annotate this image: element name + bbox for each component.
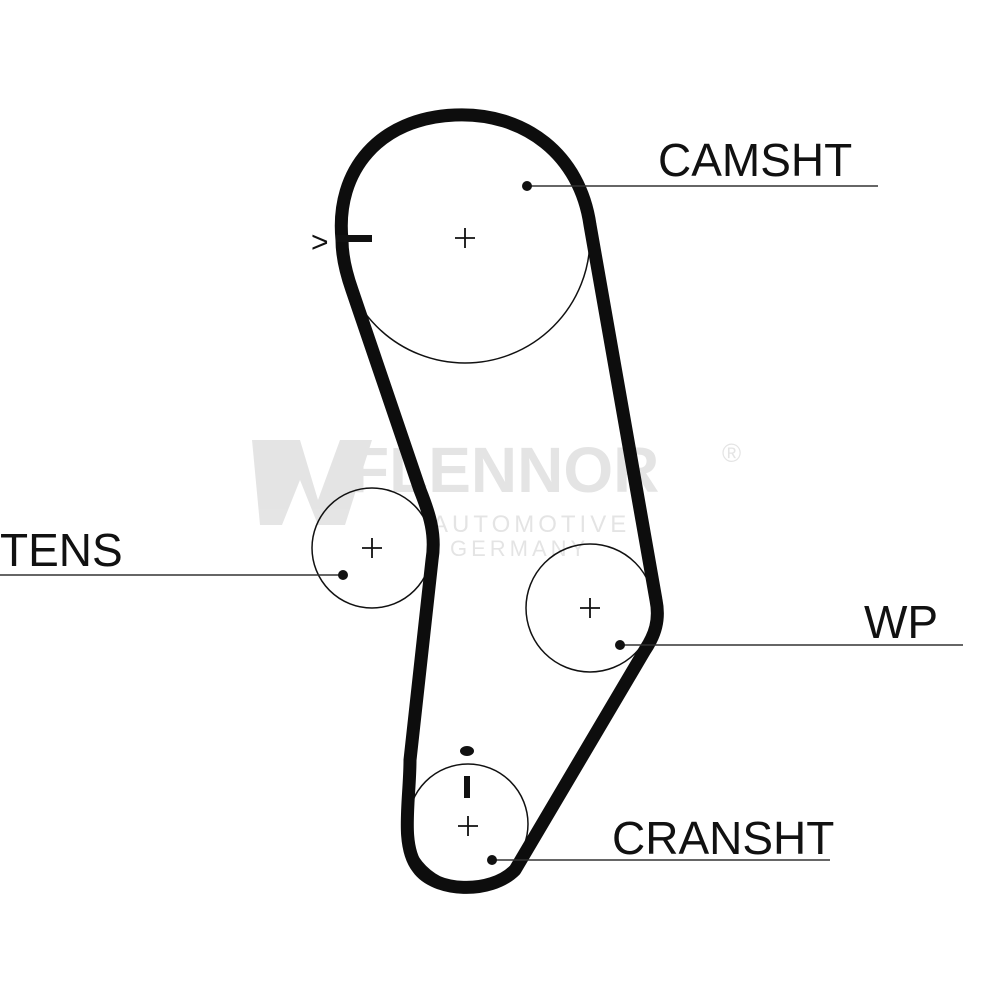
camshaft-center-cross [455,228,475,248]
water-pump-leader-dot [615,640,625,650]
watermark-logo-icon [252,440,372,525]
watermark-line2: GERMANY [450,536,589,561]
crankshaft-center-cross [458,816,478,836]
crankshaft-label: CRANSHT [612,812,834,864]
timing-belt [334,108,664,894]
watermark-brand: FLENNOR [350,434,659,506]
camshaft-timing-mark [336,235,372,242]
water-pump-label: WP [864,596,938,648]
camshaft-leader-dot [522,181,532,191]
leader-lines [0,185,963,861]
water-pump-center-cross [580,598,600,618]
crankshaft-leader-dot [487,855,497,865]
watermark-line1: AUTOMOTIVE [432,511,630,538]
crankshaft-timing-dot [460,746,474,756]
tensioner-leader-dot [338,570,348,580]
tensioner-label: TENS [0,524,123,576]
leader-dots [338,181,625,865]
camshaft-label: CAMSHT [658,134,852,186]
crankshaft-timing-mark [464,776,470,798]
timing-marks: > [311,226,474,798]
tensioner-center-cross [362,538,382,558]
watermark-registered: ® [722,438,741,468]
watermark: FLENNOR ® AUTOMOTIVE GERMANY [252,434,741,561]
camshaft-timing-arrow: > [311,226,329,259]
pulley-centers [362,228,600,836]
